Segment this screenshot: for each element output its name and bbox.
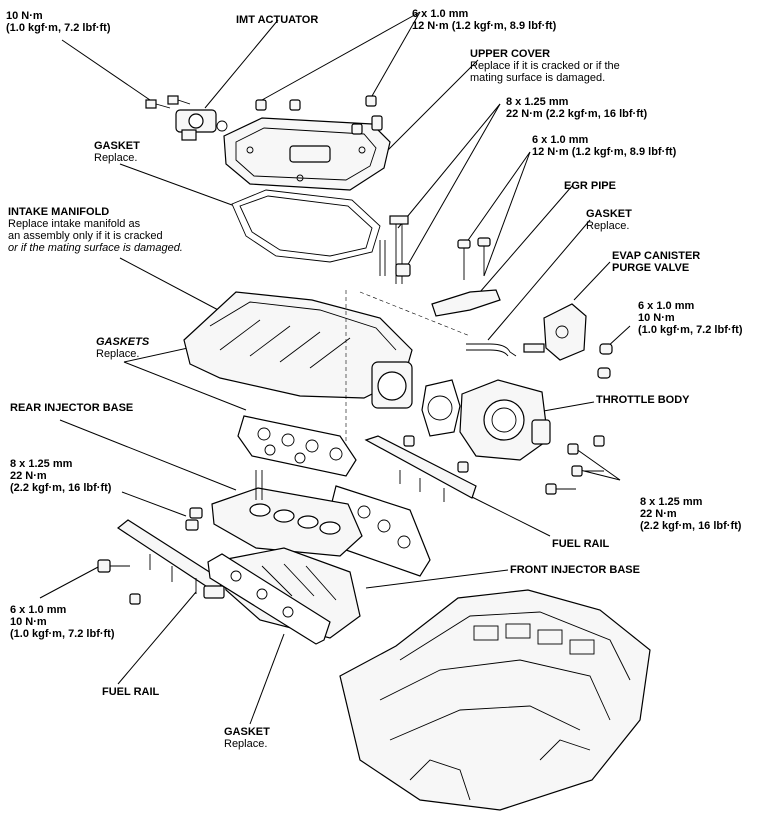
label-title: FUEL RAIL [102,686,160,698]
bolt-imt-1 [145,99,171,109]
label-line: PURGE VALVE [612,262,690,274]
throttle-body [459,379,551,461]
label-line: 10 N·m [638,312,675,324]
imt-actuator [175,109,228,141]
front-injector-base [221,547,361,639]
label-note: an assembly only if it is cracked [8,230,163,242]
label-torque-6x10-12nm-top: 6 x 1.0 mm 12 N·m (1.2 kgf·m, 8.9 lbf·ft… [412,8,556,32]
label-gaskets-mid: GASKETS Replace. [96,336,149,360]
bolts-left [97,507,203,605]
label-line: (1.0 kgf·m, 7.2 lbf·ft) [6,22,111,34]
label-title: INTAKE MANIFOLD [8,206,110,218]
label-note: or if the mating surface is damaged. [8,242,183,254]
gasket-lower [207,553,331,645]
label-torque-6x10-10nm-right: 6 x 1.0 mm 10 N·m (1.0 kgf·m, 7.2 lbf·ft… [638,300,743,336]
label-throttle-body: THROTTLE BODY [596,394,690,406]
bolts-egr-pipe [457,237,491,280]
label-torque-8x125-22nm-right: 8 x 1.25 mm 22 N·m (2.2 kgf·m, 16 lbf·ft… [640,496,741,532]
label-title: GASKET [586,208,632,220]
label-title: EGR PIPE [564,180,616,192]
label-title: GASKETS [96,336,150,348]
label-line: 22 N·m [640,508,677,520]
gasket-upper [231,189,381,263]
label-front-injector-base: FRONT INJECTOR BASE [510,564,640,576]
stud-bolts-top [379,215,411,284]
upper-cover [223,117,391,191]
label-note: Replace. [96,348,140,360]
bolts-throttle [403,435,605,495]
gasket-rear-base [237,415,357,477]
label-line: 8 x 1.25 mm [640,496,703,508]
label-note: Replace. [586,220,630,232]
nuts-upper-cover [255,95,383,135]
label-line: 6 x 1.0 mm [532,134,589,146]
label-gasket-top: GASKET Replace. [94,140,140,164]
label-torque-8x125-22nm-left: 8 x 1.25 mm 22 N·m (2.2 kgf·m, 16 lbf·ft… [10,458,111,494]
label-line: 10 N·m [10,616,47,628]
label-line: 8 x 1.25 mm [10,458,73,470]
bolt-imt-2 [167,95,191,105]
label-title: UPPER COVER [470,48,551,60]
label-line: (1.0 kgf·m, 7.2 lbf·ft) [638,324,743,336]
fuel-rail-right [364,435,477,502]
label-gasket-bottom: GASKET Replace. [224,726,270,750]
egr-pipe [431,289,517,357]
label-fuel-rail-right: FUEL RAIL [552,538,609,550]
label-torque-10nm-top: 10 N·m (1.0 kgf·m, 7.2 lbf·ft) [6,10,111,34]
label-note: Replace. [94,152,138,164]
label-line: EVAP CANISTER [612,250,701,262]
rear-injector-base [211,470,363,557]
label-note: Replace if it is cracked or if the [470,60,620,72]
label-upper-cover: UPPER COVER Replace if it is cracked or … [470,48,620,84]
label-line: 10 N·m [6,10,43,22]
label-fuel-rail-left: FUEL RAIL [102,686,159,698]
label-line: 22 N·m (2.2 kgf·m, 16 lbf·ft) [506,108,648,120]
label-rear-injector-base: REAR INJECTOR BASE [10,402,133,414]
label-note: mating surface is damaged. [470,72,606,84]
label-title: FUEL RAIL [552,538,610,550]
intake-manifold [183,290,471,470]
label-line: (2.2 kgf·m, 16 lbf·ft) [640,520,742,532]
label-line: 22 N·m [10,470,47,482]
fuel-rail-left [116,519,225,599]
label-imt-actuator: IMT ACTUATOR [236,14,318,26]
label-torque-8x125-22nm-top: 8 x 1.25 mm 22 N·m (2.2 kgf·m, 16 lbf·ft… [506,96,647,120]
label-title: GASKET [94,140,140,152]
label-line: 6 x 1.0 mm [412,8,469,20]
label-line: (1.0 kgf·m, 7.2 lbf·ft) [10,628,115,640]
label-line: 12 N·m (1.2 kgf·m, 8.9 lbf·ft) [532,146,677,158]
label-line: 8 x 1.25 mm [506,96,569,108]
engine-block [339,589,651,811]
label-line: 12 N·m (1.2 kgf·m, 8.9 lbf·ft) [412,20,557,32]
label-line: 6 x 1.0 mm [10,604,67,616]
label-line: 6 x 1.0 mm [638,300,695,312]
label-intake-manifold: INTAKE MANIFOLD Replace intake manifold … [8,206,183,254]
label-gasket-right: GASKET Replace. [586,208,632,232]
label-title: REAR INJECTOR BASE [10,402,134,414]
label-evap-canister-purge-valve: EVAP CANISTER PURGE VALVE [612,250,700,274]
label-note: Replace. [224,738,268,750]
label-torque-6x10-12nm-mid: 6 x 1.0 mm 12 N·m (1.2 kgf·m, 8.9 lbf·ft… [532,134,676,158]
evap-canister-purge-valve [523,303,587,361]
label-title: GASKET [224,726,270,738]
label-title: THROTTLE BODY [596,394,690,406]
label-egr-pipe: EGR PIPE [564,180,616,192]
label-title: FRONT INJECTOR BASE [510,564,640,576]
label-note: Replace intake manifold as [8,218,141,230]
label-torque-6x10-10nm-left: 6 x 1.0 mm 10 N·m (1.0 kgf·m, 7.2 lbf·ft… [10,604,115,640]
nuts-evap [597,343,613,379]
gasket-throttle [421,379,461,437]
label-title: IMT ACTUATOR [236,14,319,26]
label-line: (2.2 kgf·m, 16 lbf·ft) [10,482,112,494]
